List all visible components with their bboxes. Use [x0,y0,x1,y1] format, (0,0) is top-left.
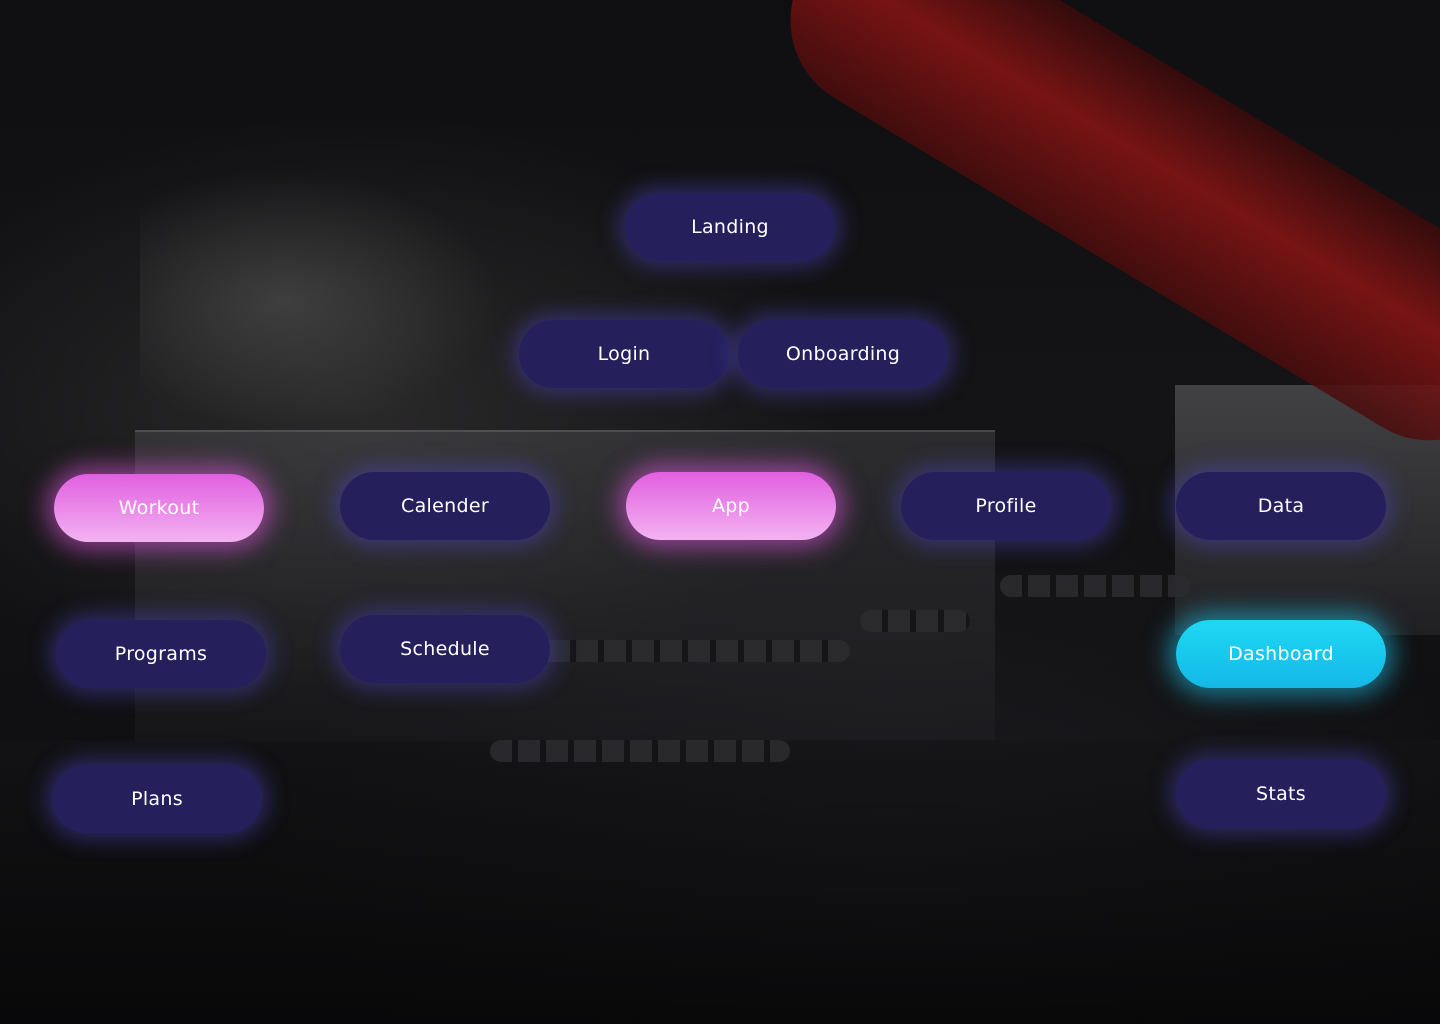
node-label: Programs [114,643,208,665]
node-label: Profile [975,495,1037,517]
node-app[interactable]: App [626,472,836,540]
node-programs[interactable]: Programs [56,620,266,688]
node-landing[interactable]: Landing [625,193,835,261]
node-label: Dashboard [1228,643,1334,665]
node-schedule[interactable]: Schedule [340,615,550,683]
node-label: Schedule [400,638,490,660]
node-label: Landing [691,216,769,238]
node-login[interactable]: Login [519,320,729,388]
node-label: Onboarding [785,343,901,365]
node-dashboard[interactable]: Dashboard [1176,620,1386,688]
node-label: Workout [118,497,200,519]
node-label: Data [1257,495,1305,517]
node-plans[interactable]: Plans [52,765,262,833]
node-onboarding[interactable]: Onboarding [738,320,948,388]
node-label: App [711,495,751,517]
node-label: Plans [131,788,183,810]
node-calender[interactable]: Calender [340,472,550,540]
node-label: Calender [401,495,489,517]
node-data[interactable]: Data [1176,472,1386,540]
node-workout[interactable]: Workout [54,474,264,542]
node-label: Stats [1255,783,1306,805]
node-stats[interactable]: Stats [1176,760,1386,828]
node-profile[interactable]: Profile [901,472,1111,540]
node-label: Login [597,343,651,365]
